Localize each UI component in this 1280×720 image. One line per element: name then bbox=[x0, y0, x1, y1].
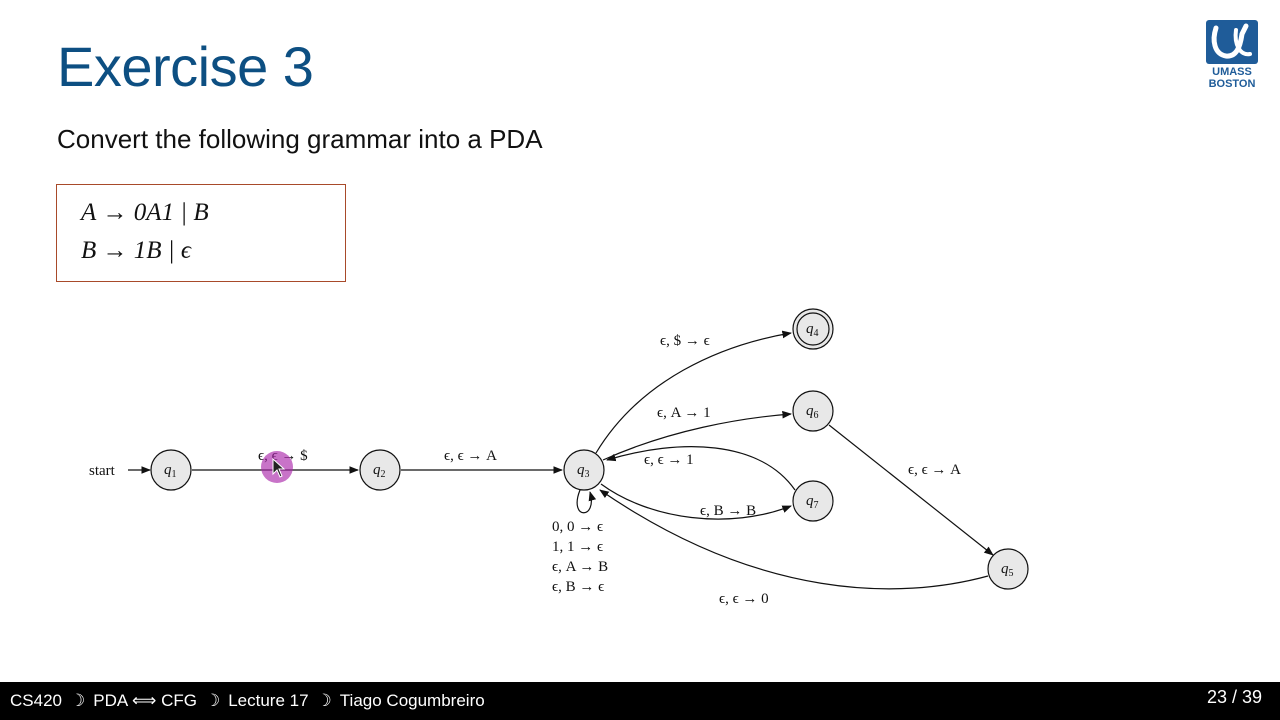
label-q6-q5: ϵ, ϵ → A bbox=[908, 462, 961, 478]
state-q5: q5 bbox=[987, 548, 1029, 590]
edge-q3-q6 bbox=[602, 410, 792, 461]
grammar-rule-lhs: A bbox=[81, 199, 97, 226]
state-q1-label: q1 bbox=[164, 462, 177, 480]
grammar-rule-arrow: → bbox=[102, 237, 128, 264]
state-q1: q1 bbox=[150, 449, 192, 491]
footer-lecture: Lecture 17 bbox=[228, 691, 309, 710]
edge-q5-q3 bbox=[599, 489, 989, 590]
state-q2-label: q2 bbox=[373, 462, 386, 480]
footer-separator-icon: ☽ bbox=[316, 691, 332, 710]
footer-separator-icon: ☽ bbox=[204, 691, 221, 710]
footer-topic: PDA ⟺ CFG bbox=[93, 691, 197, 710]
label-q3-loop-3: ϵ, A → B bbox=[552, 559, 608, 575]
edge-q6-q5 bbox=[828, 424, 994, 556]
grammar-rule-rhs: 0A1 | B bbox=[133, 199, 209, 226]
state-q7: q7 bbox=[792, 480, 834, 522]
grammar-rule-rhs: 1B | ϵ bbox=[133, 237, 191, 264]
state-q4-label: q4 bbox=[806, 321, 819, 339]
umass-boston-logo-icon bbox=[1206, 20, 1258, 64]
mouse-cursor-icon bbox=[272, 458, 286, 478]
footer-author: Tiago Cogumbreiro bbox=[339, 691, 485, 710]
label-q3-loop-2: 1, 1 → ϵ bbox=[552, 539, 603, 555]
state-q6: q6 bbox=[792, 390, 834, 432]
state-q4-accepting: q4 bbox=[792, 308, 834, 350]
label-q3-q4: ϵ, $ → ϵ bbox=[660, 333, 710, 349]
grammar-box: A → 0A1 | B B → 1B | ϵ bbox=[56, 184, 346, 282]
edge-q3-q4 bbox=[595, 330, 792, 454]
state-q7-label: q7 bbox=[806, 493, 819, 511]
logo-text: UMASS BOSTON bbox=[1204, 66, 1260, 90]
start-label: start bbox=[89, 463, 116, 479]
slide-footer: CS420 ☽ PDA ⟺ CFG ☽ Lecture 17 ☽ Tiago Cogumbr… bbox=[0, 682, 1280, 720]
pda-diagram: start ϵ, ϵ → $ ϵ, ϵ → A ϵ, $ → ϵ ϵ, A → … bbox=[89, 308, 1029, 607]
state-q5-label: q5 bbox=[1001, 561, 1014, 579]
edge-q3-q7 bbox=[600, 483, 792, 520]
state-q3-label: q3 bbox=[577, 462, 590, 480]
edge-q3-loop bbox=[576, 489, 597, 514]
grammar-rule-arrow: → bbox=[102, 199, 128, 226]
logo-line-boston: BOSTON bbox=[1208, 78, 1256, 90]
slide-title: Exercise 3 bbox=[57, 35, 314, 98]
label-q3-q6: ϵ, A → 1 bbox=[657, 405, 711, 421]
label-q3-q7: ϵ, B → B bbox=[700, 503, 756, 519]
slide-subtitle: Convert the following grammar into a PDA bbox=[57, 124, 543, 154]
footer-separator-icon: ☽ bbox=[69, 691, 86, 710]
label-q2-q3: ϵ, ϵ → A bbox=[444, 448, 497, 464]
grammar-rule-a: A → 0A1 | B bbox=[81, 199, 209, 227]
state-q2: q2 bbox=[359, 449, 401, 491]
footer-breadcrumb: CS420 ☽ PDA ⟺ CFG ☽ Lecture 17 ☽ Tiago Cogumbr… bbox=[10, 691, 485, 711]
logo-line-umass: UMASS bbox=[1212, 66, 1252, 78]
label-q5-q3: ϵ, ϵ → 0 bbox=[719, 591, 769, 607]
label-q7-q3: ϵ, ϵ → 1 bbox=[644, 452, 694, 468]
page-number: 23 / 39 bbox=[1206, 687, 1262, 707]
label-q3-loop-1: 0, 0 → ϵ bbox=[552, 519, 603, 535]
state-q6-label: q6 bbox=[806, 403, 819, 421]
edge-q7-q3 bbox=[606, 446, 796, 491]
grammar-rule-b: B → 1B | ϵ bbox=[81, 237, 191, 265]
grammar-rule-lhs: B bbox=[81, 237, 97, 264]
label-q3-loop-4: ϵ, B → ϵ bbox=[552, 579, 604, 595]
umass-boston-logo: UMASS BOSTON bbox=[1204, 20, 1260, 92]
footer-course: CS420 bbox=[10, 691, 62, 710]
state-q3: q3 bbox=[563, 449, 605, 491]
